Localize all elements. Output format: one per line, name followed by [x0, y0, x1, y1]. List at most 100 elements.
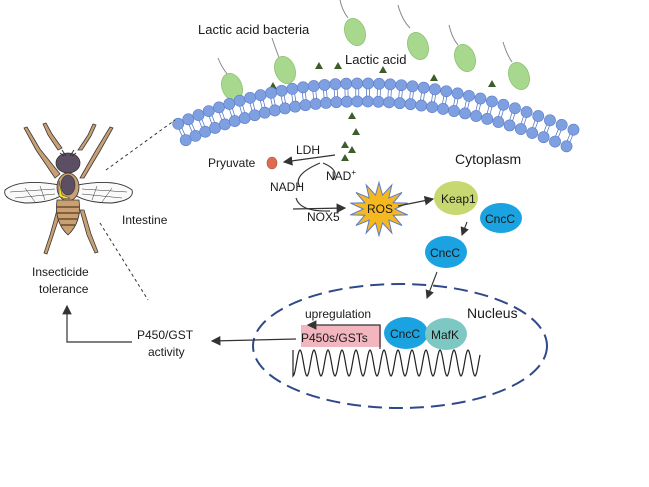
lipid-head-outer: [233, 94, 246, 107]
lactic-acid-triangle: [348, 112, 356, 119]
lipid-head-inner: [514, 123, 527, 135]
lipid-head-inner: [320, 97, 332, 109]
lipid-head-outer: [567, 123, 580, 136]
lipid-head-outer: [192, 109, 205, 121]
cycle-arc-left: [297, 162, 321, 188]
pyruvate-molecule: [266, 156, 278, 170]
cycle-arc-right: [322, 162, 336, 181]
lipid-head-inner: [503, 119, 516, 132]
cytoplasm-label: Cytoplasm: [455, 151, 521, 167]
lactic-acid-triangle: [341, 141, 349, 148]
bacterium: [502, 41, 530, 90]
lipid-head-outer: [555, 118, 568, 131]
dna-strand: [292, 349, 481, 378]
activity-to-tolerance-arrow: [62, 304, 132, 343]
genes-label: P450s/GSTs: [301, 331, 368, 345]
lipid-head-inner: [404, 98, 417, 111]
lipid-head-outer: [286, 82, 299, 95]
cell-membrane: [172, 77, 580, 153]
lipid-head-inner: [437, 103, 449, 115]
lipid-head-inner: [219, 118, 231, 131]
lipid-head-inner: [372, 95, 385, 108]
lactic-acid-triangle: [379, 66, 387, 73]
cncc-nuclear-protein: [384, 317, 428, 349]
lipid-head-inner: [268, 104, 281, 117]
lipid-head-outer: [297, 81, 309, 94]
release-arrow: [460, 221, 469, 237]
lactic-acid-triangle: [488, 80, 496, 87]
lactic-acid-triangle: [341, 154, 349, 161]
nucleus-membrane: [252, 283, 548, 409]
lipid-head-outer: [429, 83, 441, 96]
lipid-head-outer: [474, 92, 487, 105]
upregulation-label: upregulation: [305, 307, 371, 321]
mafk-protein: [425, 318, 467, 350]
lipid-head-outer: [520, 106, 533, 118]
cncc-nuclear-label: CncC: [390, 327, 420, 341]
lipid-head-outer: [318, 79, 331, 91]
lipid-head-outer: [384, 78, 397, 91]
lipid-head-outer: [497, 98, 510, 111]
bacteria-group: [217, 0, 530, 101]
lipid-head-outer: [307, 80, 320, 92]
bacterium: [271, 37, 296, 84]
lipid-head-outer: [373, 77, 386, 90]
nad-label: NAD+: [326, 168, 356, 183]
lipid-head-outer: [544, 114, 556, 127]
bacterium: [448, 24, 476, 72]
lipid-head-inner: [426, 101, 439, 114]
lipid-head-outer: [213, 101, 225, 114]
activity-label-line1: P450/GST: [137, 328, 194, 342]
lipid-head-inner: [340, 95, 353, 108]
lipid-head-inner: [492, 116, 505, 128]
lipid-head-outer: [532, 110, 545, 122]
bacteria-label: Lactic acid bacteria: [198, 22, 310, 37]
bacterium: [339, 0, 366, 46]
keap1-protein: [434, 181, 478, 215]
ros-to-keap1-arrow: [397, 195, 435, 207]
lipid-head-outer: [362, 77, 375, 90]
zoom-guide-line-bottom: [99, 222, 149, 301]
lipid-head-inner: [248, 109, 261, 122]
tolerance-label-line2: tolerance: [39, 282, 89, 296]
lipid-head-inner: [330, 96, 343, 109]
lactic-acid-label: Lactic acid: [345, 52, 406, 67]
lipid-head-outer: [275, 84, 288, 97]
lipid-head-inner: [238, 112, 251, 124]
translocation-arrow: [425, 271, 438, 300]
lipid-head-inner: [289, 100, 302, 113]
lipid-head-outer: [340, 77, 353, 90]
lipid-head-inner: [393, 97, 406, 110]
ros-label: ROS: [367, 202, 393, 216]
transcription-arrow: [306, 320, 381, 349]
lactic-acid-triangle: [348, 146, 356, 153]
lipid-head-outer: [254, 89, 267, 102]
lipid-head-outer: [223, 98, 236, 110]
nox5-label: NOX5: [307, 210, 340, 224]
lipid-head-outer: [485, 95, 498, 108]
lipid-head-outer: [406, 80, 419, 93]
lipid-head-inner: [179, 134, 192, 147]
lipid-head-outer: [351, 77, 364, 90]
nox5-arrow: [292, 203, 347, 213]
lipid-head-outer: [244, 91, 257, 104]
lipid-head-outer: [265, 86, 278, 99]
ros-burst-icon: [350, 180, 408, 238]
lipid-head-inner: [383, 96, 395, 109]
ldh-arrow: [282, 154, 336, 166]
nadh-label: NADH: [270, 180, 304, 194]
lipid-head-outer: [182, 113, 195, 126]
lipid-head-inner: [228, 115, 241, 127]
lactic-acid-triangle: [334, 62, 342, 69]
lipid-head-outer: [329, 78, 342, 91]
lipid-head-inner: [537, 131, 550, 144]
fly-illustration: [4, 122, 133, 255]
lipid-head-inner: [560, 140, 573, 153]
cncc-free-protein: [425, 236, 467, 268]
lipid-head-inner: [309, 97, 322, 110]
lipid-head-inner: [448, 105, 460, 117]
lactic-acid-triangle: [315, 62, 323, 69]
intestine-label: Intestine: [122, 213, 168, 227]
lipid-head-outer: [395, 79, 408, 92]
